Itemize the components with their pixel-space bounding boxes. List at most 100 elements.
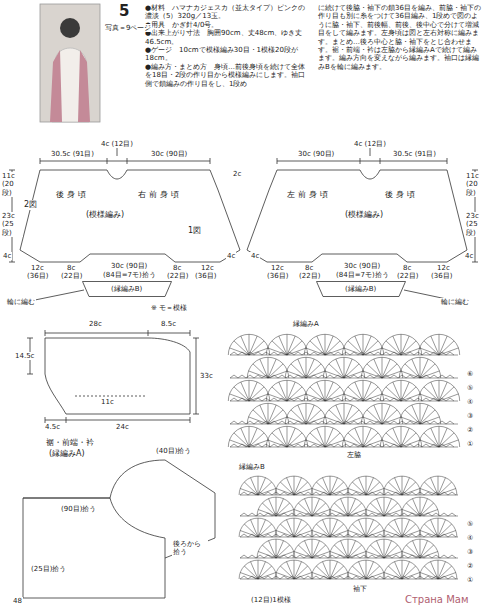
text-label: 30c (90目)	[110, 262, 148, 270]
outline	[15, 438, 225, 603]
outline-path	[317, 282, 406, 297]
text-label: 4c	[226, 252, 236, 260]
text-label: 4c (12目)	[353, 140, 387, 148]
text-label: ①	[466, 576, 474, 584]
text-label: 14.5c	[14, 352, 35, 360]
photo	[40, 4, 100, 122]
edging-piece: 裾・前端・衿(縁編みA)	[15, 438, 225, 603]
text-label: 23c (25段)	[465, 212, 487, 237]
piece-label: 2図	[23, 200, 38, 210]
text-label: (40目)拾う	[155, 447, 192, 455]
text-label: 縁編みB	[238, 463, 266, 471]
text-label: 左脇	[346, 451, 362, 459]
instruction-text: に続けて後脇・袖下の鎖36目を編み、前脇・袖下の作り目も別に糸をつけて36目編み…	[318, 4, 481, 71]
text-label: 4.5c	[44, 423, 61, 431]
text-label: 11c (20段)	[465, 172, 487, 197]
body-piece: 左前身頃 後身頃(模様編み)	[244, 166, 472, 264]
text-label: 30.5c (91目)	[392, 150, 437, 158]
piece-label: (模様編み)	[85, 210, 125, 220]
body-piece: 2図 後身頃 右前身頃 (模様編み) 1図	[15, 166, 243, 264]
text-label: 23c (25段)	[1, 212, 23, 237]
text-label: 30c (90目)	[343, 262, 381, 270]
stitch-chart-a	[228, 334, 459, 447]
watermark: Страна Мам	[404, 594, 469, 606]
text-label: 30.5c (91目)	[50, 150, 95, 158]
outline-path	[83, 282, 172, 297]
text-label: ⑥	[466, 370, 474, 378]
text-label: 11c	[100, 398, 115, 406]
text-label: 28c	[88, 320, 103, 328]
text-label: (22目)	[60, 272, 83, 280]
text-label: 30c (90目)	[150, 150, 188, 158]
piece-label: 右前身頃	[137, 190, 183, 200]
instruction-text: ●出来上がり寸法 胸囲90cm、丈48cm、ゆき丈46.5cm。	[145, 29, 310, 46]
text-column: ●材料 ハマナカジェスカ（並太タイプ）ピンクの濃淡（5）320g／13玉。●用具…	[145, 4, 310, 88]
text-label: (36目)	[266, 272, 289, 280]
text-label: ②	[466, 426, 474, 434]
text-label: (22目)	[396, 272, 419, 280]
stitch-symbols	[228, 334, 459, 447]
instruction-text: ●編み方・まとめ方 身頃…前後身頃を続けて全体を18目・2段の作り目から模様編み…	[145, 63, 310, 88]
text-label: (36目)	[26, 272, 49, 280]
piece-label: 後身頃	[384, 190, 419, 200]
piece-label: (縁編みA)	[48, 449, 86, 459]
text-label: 輪に編む	[440, 298, 470, 306]
text-label: 輪に編む	[6, 298, 36, 306]
text-label: (36目)	[430, 272, 453, 280]
piece-label: 左前身頃	[286, 190, 332, 200]
text-label: (22目)	[166, 272, 189, 280]
text-label: ④	[466, 398, 474, 406]
text-label: 48	[12, 597, 23, 605]
text-label: 11c (20段)	[1, 172, 23, 197]
cuff-band: (縁編みB)	[316, 281, 406, 297]
outline-path	[23, 460, 215, 598]
text-label: ⑤	[466, 520, 474, 528]
instruction-text: ●材料 ハマナカジェスカ（並太タイプ）ピンクの濃淡（5）320g／13玉。	[145, 4, 310, 21]
outline-path	[20, 170, 240, 262]
text-column: に続けて後脇・袖下の鎖36目を編み、前脇・袖下の作り目も別に糸をつけて36目編み…	[318, 4, 481, 71]
text-label: (12目)1模様	[250, 596, 292, 604]
pattern-number: 5	[118, 2, 130, 20]
text-label: (25目)拾う	[30, 565, 67, 573]
text-label: (84目=7モ)拾う	[335, 271, 390, 279]
text-label: ※ モ＝模様	[150, 304, 188, 312]
text-label: (22目)	[298, 272, 321, 280]
stitch-chart-b	[239, 476, 458, 579]
text-label: ⑤	[466, 384, 474, 392]
piece-label: (模様編み)	[344, 210, 384, 220]
text-label: 4c	[250, 252, 260, 260]
cuff-band: (縁編みB)	[82, 281, 172, 297]
text-label: ②	[466, 562, 474, 570]
piece-label: (縁編みB)	[110, 285, 143, 293]
piece-label: 裾・前端・衿	[45, 438, 95, 448]
piece-label: 1図	[187, 226, 202, 236]
text-label: 袖下	[352, 585, 368, 593]
outline	[15, 166, 243, 264]
piece-label: 後身頃	[55, 190, 90, 200]
text-label: 8.5c	[160, 320, 177, 328]
text-label: 4c (12目)	[100, 140, 134, 148]
text-label: 30c (90目)	[297, 150, 335, 158]
instruction-text: ●ゲージ 10cmで模様編み30目・1模様20段が18cm。	[145, 46, 310, 63]
text-label: 33c	[199, 372, 214, 380]
dimension-lines	[9, 148, 478, 423]
text-label: ③	[466, 412, 474, 420]
text-label: (36目)	[194, 272, 217, 280]
piece-label: (縁編みB)	[344, 285, 377, 293]
text-label: ④	[466, 534, 474, 542]
text-label: 4c	[464, 252, 474, 260]
text-label: 2c	[232, 170, 242, 178]
text-label: 24c	[115, 423, 130, 431]
text-label: ①	[466, 440, 474, 448]
text-label: 後ろから 拾う	[172, 540, 208, 557]
text-label: 写真＝9ページ	[104, 24, 152, 32]
text-label: (90目)拾う	[60, 505, 97, 513]
text-label: 4c	[2, 252, 12, 260]
outline-path	[247, 170, 467, 262]
instruction-text: ●用具 かぎ針4/0号。	[145, 21, 310, 29]
text-label: 縁編みA	[292, 320, 320, 328]
text-label: (84目=7モ)拾う	[102, 271, 157, 279]
stitch-symbols	[239, 476, 458, 579]
